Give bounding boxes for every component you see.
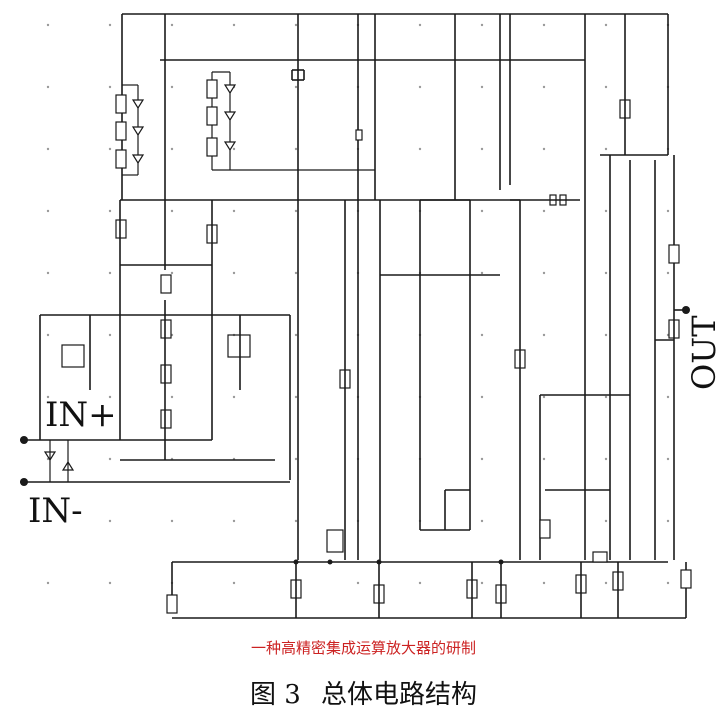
bias-diode-stack-left [115,84,145,176]
figure-caption: 图 3 总体电路结构 [0,674,727,711]
figure-number: 图 3 [249,680,301,710]
bottom-current-sources [166,551,692,618]
overall-circuit-schematic [20,13,692,619]
input-stage [20,200,291,486]
top-current-mirrors [160,14,586,560]
gain-stage [326,129,580,560]
in-plus-label: IN+ [45,395,117,435]
bias-diode-stack-middle [206,71,375,171]
output-stage [539,14,690,560]
power-rails [120,13,687,619]
in-minus-label: IN- [28,491,83,531]
watermark-text: 一种高精密集成运算放大器的研制 [250,639,476,657]
in-minus-terminal [20,478,28,486]
out-terminal [682,306,690,314]
figure-title: 总体电路结构 [321,680,478,710]
out-label: OUT [685,315,723,390]
in-plus-terminal [20,436,28,444]
